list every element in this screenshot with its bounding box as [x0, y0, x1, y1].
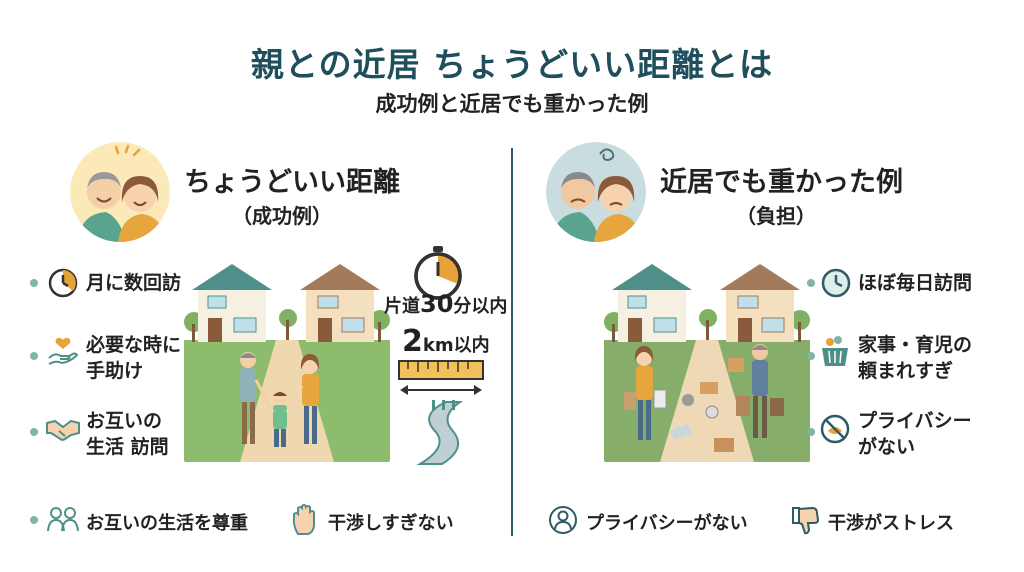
distance-km-suffix: km以内 [422, 335, 490, 356]
bullet-dot [30, 352, 38, 360]
center-divider [511, 148, 513, 536]
right-item-2-line2: 頼まれすぎ [858, 360, 954, 382]
left-item-3-line1: お互いの [86, 410, 163, 432]
travel-time-prefix: 片道 [384, 296, 420, 317]
left-section-title: ちょうどいい距離 [184, 167, 400, 198]
bullet-dot [807, 352, 815, 360]
laundry-basket-icon [818, 334, 852, 372]
bullet-dot [30, 516, 38, 524]
travel-time-label: 片道30分以内 [384, 290, 507, 318]
left-item-1: 月に数回訪 [86, 270, 181, 296]
right-item-1: ほぼ毎日訪問 [858, 270, 972, 296]
bullet-dot [807, 279, 815, 287]
double-arrow-icon [398, 382, 484, 402]
distance-label: 2km以内 [402, 324, 490, 359]
person-icon [548, 505, 578, 539]
left-footer-1: お互いの生活を尊重 [86, 513, 248, 534]
handshake-icon [45, 413, 81, 447]
left-item-2-line2: 手助け [86, 360, 144, 382]
left-footer-2: 干渉しすぎない [328, 513, 454, 534]
right-section-title: 近居でも重かった例 [660, 167, 903, 198]
bullet-dot [30, 279, 38, 287]
thumbs-down-icon [790, 504, 822, 540]
left-item-1-text: 月に数回訪 [86, 272, 182, 294]
right-footer-2: 干渉がストレス [828, 513, 954, 534]
happy-parents-avatar [70, 142, 170, 242]
worried-parents-avatar [546, 142, 646, 242]
raised-hand-icon [290, 504, 320, 540]
no-privacy-icon [819, 413, 851, 449]
left-item-3: お互いの 生活 訪問 [86, 408, 169, 460]
heart-hand-icon [46, 334, 80, 372]
people-icon [47, 505, 79, 539]
ruler-icon [398, 360, 484, 384]
clock-icon [47, 267, 79, 303]
right-section-subtitle: （負担） [736, 204, 816, 228]
bullet-dot [807, 428, 815, 436]
page-subtitle: 成功例と近居でも重かった例 [375, 92, 649, 116]
distance-km-number: 2 [402, 324, 423, 359]
travel-time-minutes: 30 [420, 290, 454, 318]
left-section-subtitle: （成功例） [232, 204, 332, 228]
right-item-3: プライバシー がない [858, 408, 972, 460]
right-item-2-line1: 家事・育児の [858, 334, 973, 356]
page-title: 親との近居 ちょうどいい距離とは [250, 45, 774, 84]
right-footer-1: プライバシーがない [586, 513, 748, 534]
right-item-3-line1: プライバシー [858, 410, 972, 432]
left-item-2: 必要な時に 手助け [86, 332, 181, 384]
timer-icon [410, 244, 466, 304]
bullet-dot [30, 428, 38, 436]
clock-icon [820, 267, 852, 303]
road-icon [406, 400, 480, 470]
travel-time-suffix: 分以内 [453, 296, 508, 317]
burdened-family-scene [604, 262, 810, 462]
right-item-1-text: ほぼ毎日訪問 [858, 272, 973, 294]
right-item-2: 家事・育児の 頼まれすぎ [858, 332, 972, 384]
left-item-3-line2: 生活 訪問 [86, 436, 169, 458]
left-item-2-line1: 必要な時に [86, 334, 182, 356]
happy-family-scene [184, 262, 390, 462]
right-item-3-line2: がない [858, 436, 916, 458]
